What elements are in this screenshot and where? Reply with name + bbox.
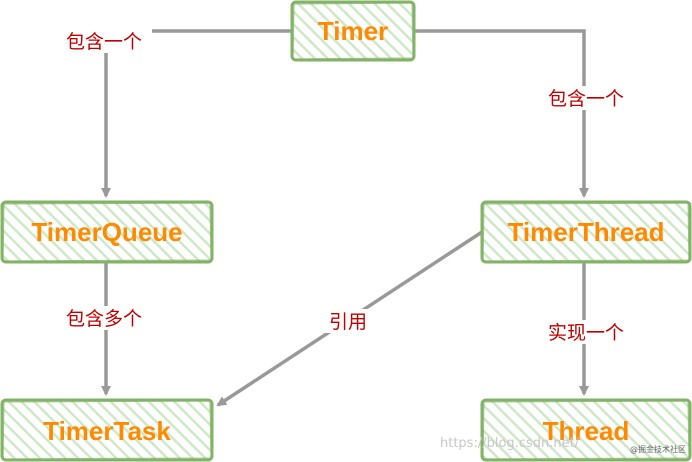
node-timerqueue-label: TimerQueue: [31, 217, 182, 247]
watermark-community: @掘金技术社区: [630, 444, 686, 454]
edge-timer-to-timerqueue: [101, 29, 292, 198]
node-thread: Thread: [480, 398, 692, 462]
edge-label-timerqueue-to-timertask: 包含多个: [66, 308, 142, 330]
node-timerthread-label: TimerThread: [507, 217, 664, 247]
node-timertask: TimerTask: [0, 398, 214, 462]
watermark-url: https://blog.csdn.net/: [440, 436, 580, 451]
edge-labels: 包含一个 包含一个 包含多个 引用 实现一个: [56, 29, 634, 344]
edge-label-timer-to-timerthread: 包含一个: [548, 88, 624, 110]
watermark: https://blog.csdn.net/ @掘金技术社区: [440, 436, 686, 454]
node-timerthread: TimerThread: [480, 200, 692, 264]
node-timer-label: Timer: [318, 16, 388, 46]
node-thread-label: Thread: [543, 416, 630, 446]
edge-label-timerthread-to-thread: 实现一个: [548, 322, 624, 344]
node-timerqueue: TimerQueue: [0, 200, 214, 264]
node-timer: Timer: [290, 0, 416, 62]
node-timertask-label: TimerTask: [43, 416, 171, 446]
edge-label-timer-to-timerqueue: 包含一个: [66, 31, 142, 53]
edge-timer-to-timerthread: [414, 29, 589, 198]
edge-label-timerthread-to-timertask: 引用: [329, 311, 367, 333]
